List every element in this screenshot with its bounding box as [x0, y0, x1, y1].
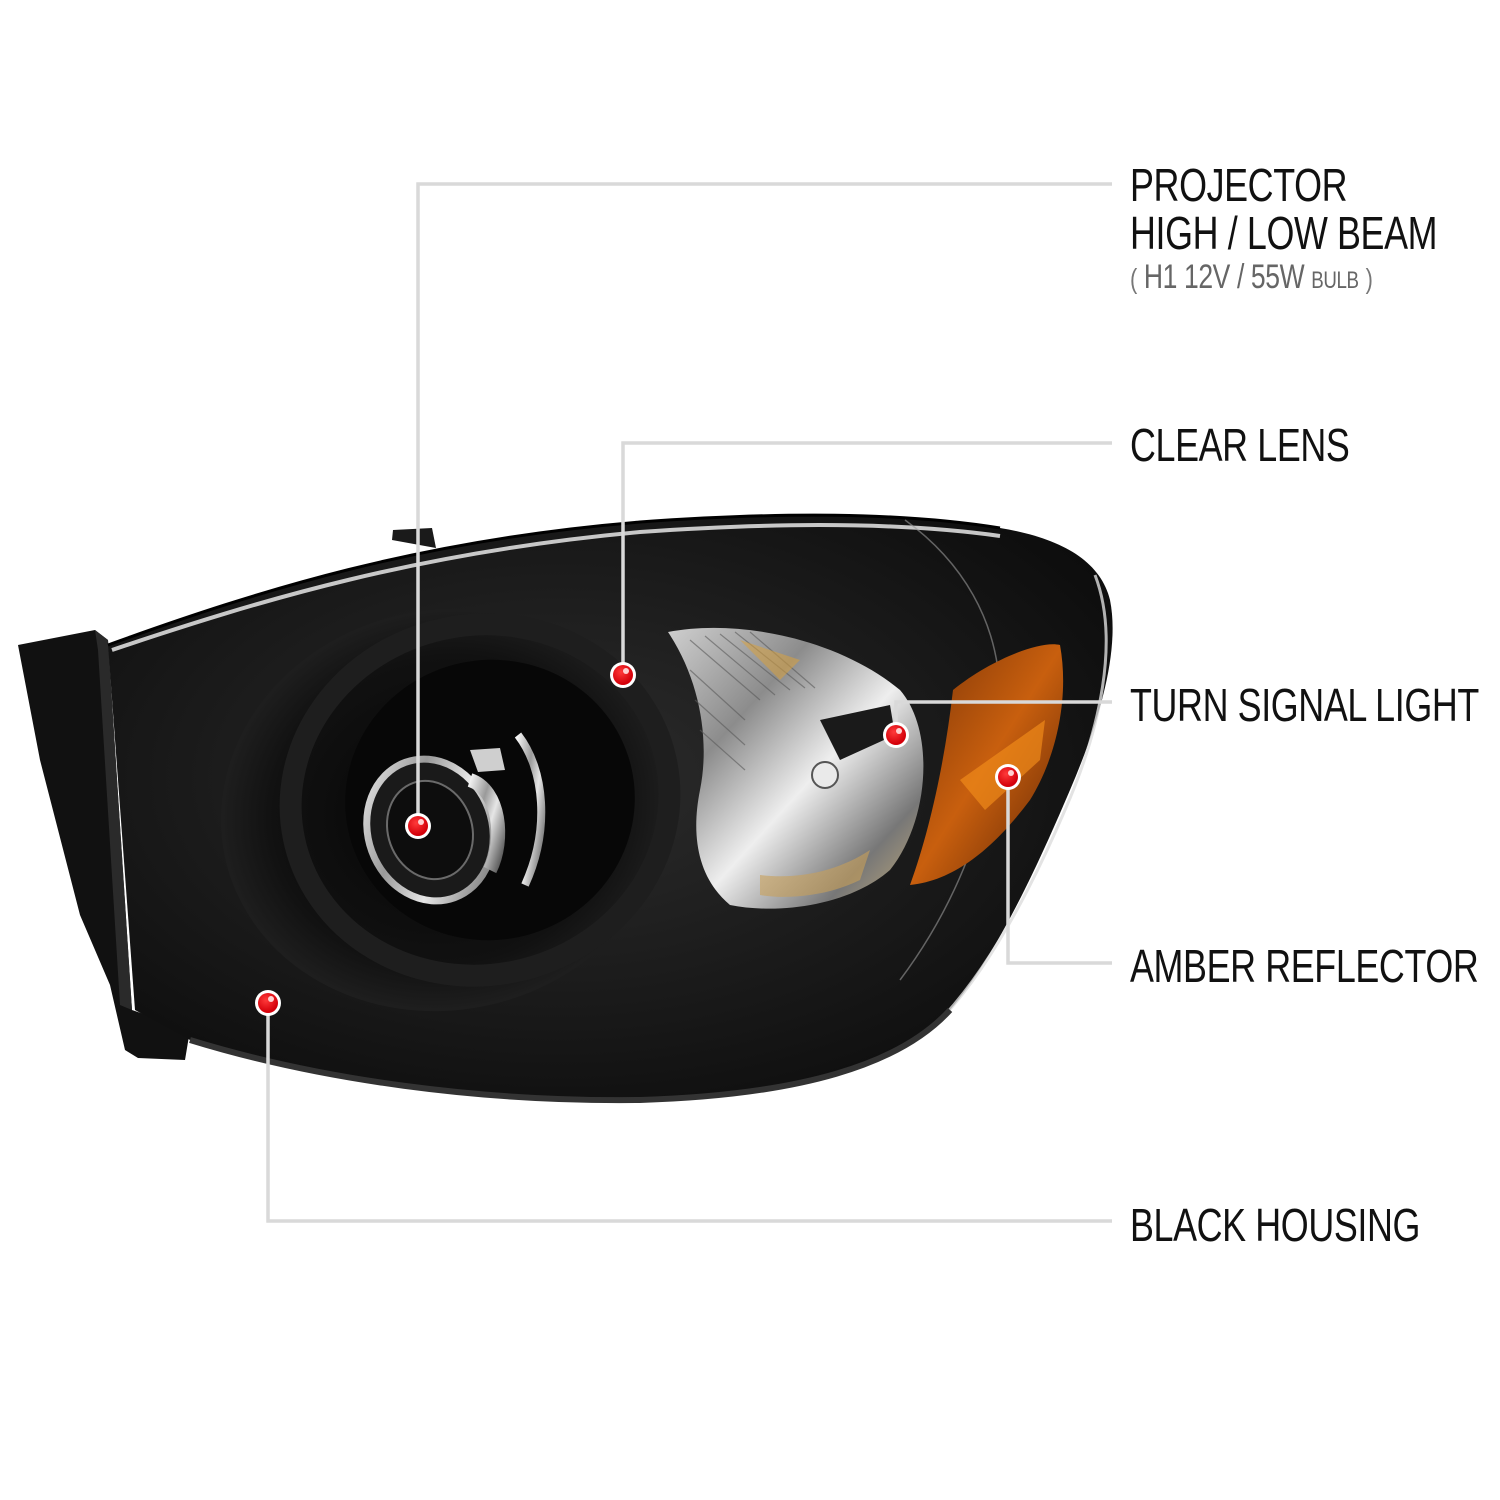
callout-label-amber-reflector: AMBER REFLECTOR [1130, 940, 1479, 992]
callout-label-projector: PROJECTOR HIGH / LOW BEAM ( H1 12V / 55W… [1130, 159, 1438, 296]
top-mounting-tab [392, 528, 436, 548]
callout-label-clear-lens: CLEAR LENS [1130, 419, 1350, 471]
housing-bottom-lip [189, 1007, 953, 1104]
clear-lens-title: CLEAR LENS [1130, 419, 1350, 471]
projector-title: PROJECTOR [1130, 159, 1348, 211]
marker-clear-lens [610, 662, 636, 688]
leader-line-turn-signal [894, 700, 1112, 735]
leader-line-black-housing [266, 1003, 1112, 1223]
leader-line-projector [416, 182, 1112, 826]
projector-beam-title: HIGH / LOW BEAM [1130, 207, 1438, 259]
turn-signal-title: TURN SIGNAL LIGHT [1130, 679, 1479, 731]
mounting-bracket [18, 630, 190, 1060]
marker-black-housing [255, 990, 281, 1016]
black-housing-title: BLACK HOUSING [1130, 1199, 1421, 1251]
marker-turn-signal [883, 722, 909, 748]
amber-reflector-title: AMBER REFLECTOR [1130, 940, 1479, 992]
marker-amber-reflector [995, 764, 1021, 790]
top-chrome-trim [111, 522, 1001, 652]
leader-line-amber-reflector [1006, 777, 1112, 965]
leader-line-clear-lens [621, 441, 1112, 675]
projector-bulb-spec: ( H1 12V / 55W BULB ) [1130, 258, 1373, 296]
clear-reflector [668, 627, 924, 909]
callout-label-black-housing: BLACK HOUSING [1130, 1202, 1420, 1250]
marker-projector [405, 813, 431, 839]
callout-label-turn-signal: TURN SIGNAL LIGHT [1130, 682, 1479, 730]
right-chrome-trim [943, 574, 1108, 1017]
